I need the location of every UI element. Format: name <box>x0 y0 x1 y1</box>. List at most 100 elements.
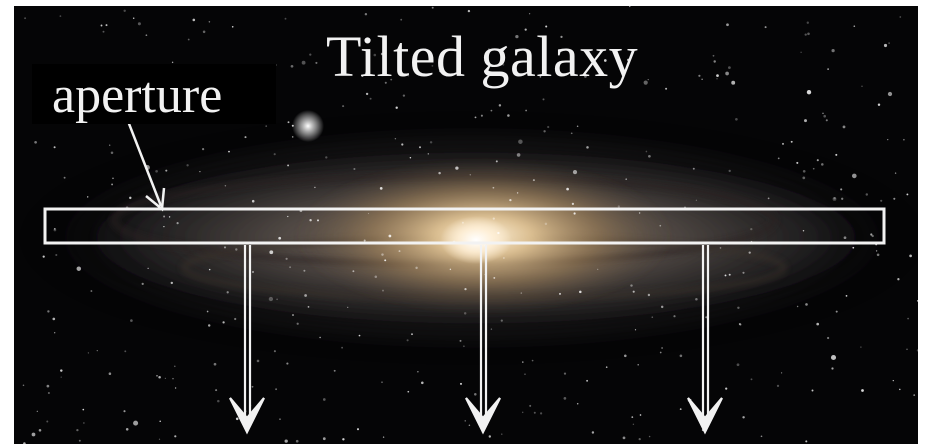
star <box>880 200 882 202</box>
star <box>83 422 84 423</box>
galaxy-core <box>440 216 512 264</box>
star <box>491 328 492 329</box>
star <box>142 283 144 285</box>
star <box>276 299 278 301</box>
star <box>428 153 429 154</box>
star <box>174 366 176 368</box>
star <box>199 171 200 172</box>
star <box>323 437 326 440</box>
star <box>831 367 833 369</box>
star <box>341 347 343 349</box>
star <box>133 421 138 426</box>
star <box>522 412 523 413</box>
star <box>876 250 877 251</box>
star <box>725 388 727 390</box>
star <box>103 31 105 33</box>
star <box>462 222 464 224</box>
star <box>174 435 176 437</box>
star <box>742 272 744 274</box>
star <box>235 248 237 250</box>
star <box>292 136 294 138</box>
star <box>633 291 635 293</box>
star <box>334 370 336 372</box>
star <box>816 323 819 326</box>
star <box>496 160 498 162</box>
star <box>111 183 113 185</box>
star <box>524 374 525 375</box>
star <box>878 104 880 106</box>
star <box>726 23 729 26</box>
star <box>888 42 890 44</box>
star <box>633 424 634 425</box>
star <box>836 311 838 313</box>
star <box>884 44 887 47</box>
star <box>522 361 523 362</box>
star <box>156 375 158 377</box>
star <box>507 114 510 117</box>
star <box>352 270 354 272</box>
star <box>586 380 588 382</box>
star <box>499 104 501 106</box>
star <box>146 34 148 36</box>
star <box>172 378 174 380</box>
star <box>188 39 190 41</box>
star <box>342 438 344 440</box>
star <box>438 172 440 174</box>
star <box>861 86 862 87</box>
star <box>696 200 697 201</box>
star <box>209 269 210 270</box>
star <box>533 179 535 181</box>
star <box>547 126 549 128</box>
star <box>796 162 798 164</box>
star <box>82 409 84 411</box>
star <box>840 188 842 190</box>
star <box>474 393 477 396</box>
star <box>501 433 502 434</box>
star <box>370 98 372 100</box>
star <box>455 166 458 169</box>
star <box>285 18 287 20</box>
star <box>893 380 894 381</box>
star <box>579 291 582 294</box>
star <box>644 81 648 85</box>
star <box>209 21 211 23</box>
star <box>635 329 636 330</box>
star <box>673 315 675 317</box>
star <box>637 364 639 366</box>
star <box>749 251 751 253</box>
star <box>407 339 409 341</box>
star <box>382 290 384 292</box>
star <box>319 337 320 338</box>
star <box>639 438 641 440</box>
star <box>906 193 908 195</box>
star <box>629 6 630 7</box>
star <box>403 94 405 96</box>
star <box>742 416 744 418</box>
star <box>540 412 542 414</box>
star <box>37 411 38 412</box>
star <box>304 294 307 297</box>
star <box>716 74 719 77</box>
star <box>903 139 905 141</box>
star <box>491 110 493 112</box>
star <box>177 222 179 224</box>
star <box>592 431 594 433</box>
star <box>893 198 895 200</box>
star <box>846 295 848 297</box>
star <box>805 33 807 35</box>
star <box>287 164 289 166</box>
star <box>493 277 495 279</box>
star <box>232 26 234 28</box>
star <box>309 53 311 55</box>
star <box>465 420 466 421</box>
star <box>559 293 561 295</box>
star <box>54 332 55 333</box>
star <box>292 314 294 316</box>
star <box>407 391 409 393</box>
star <box>76 429 78 431</box>
star <box>822 113 823 114</box>
star <box>823 115 826 118</box>
star <box>353 168 355 170</box>
star <box>297 323 299 325</box>
